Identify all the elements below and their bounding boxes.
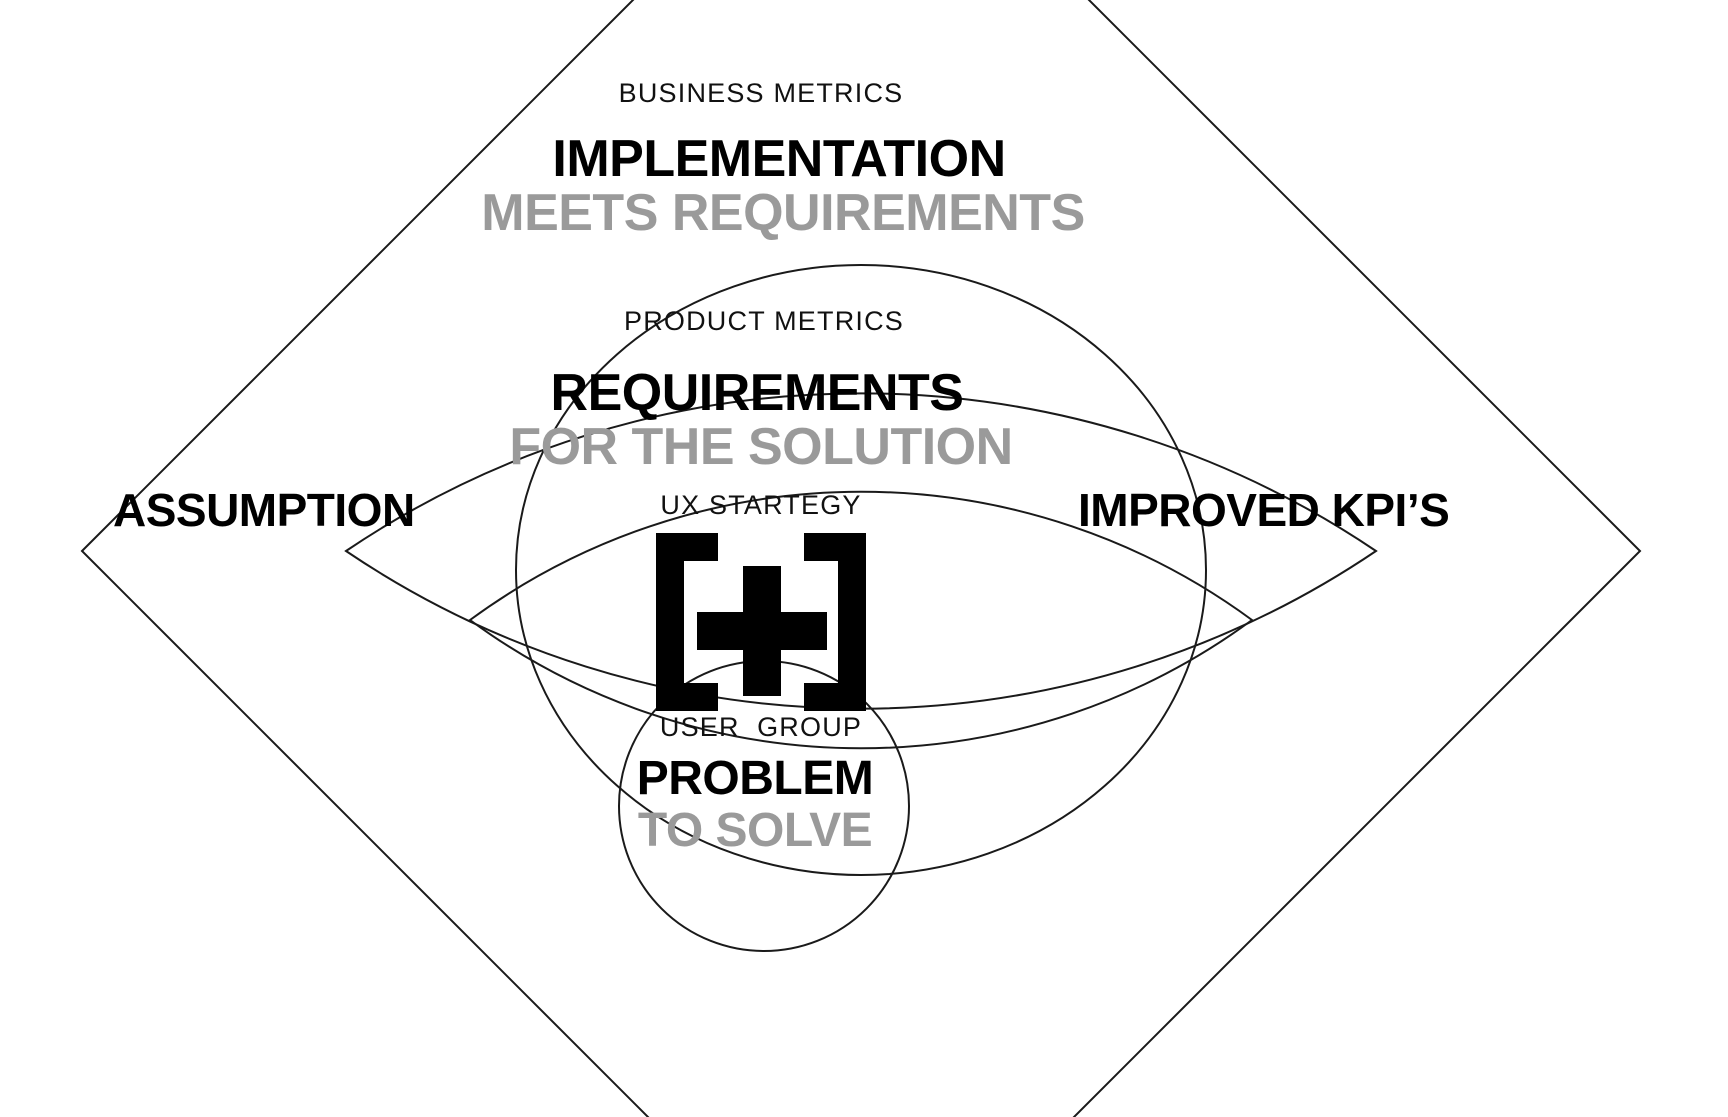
outer-headline: IMPLEMENTATION — [552, 130, 1006, 188]
middle-caption: PRODUCT METRICS — [623, 306, 905, 336]
inner-lens-shape — [516, 265, 1206, 875]
middle-lens-shape — [470, 492, 1252, 749]
core-caption: USER GROUP — [659, 712, 863, 742]
outer-caption: BUSINESS METRICS — [618, 78, 904, 108]
middle-headline: REQUIREMENTS — [550, 364, 964, 422]
bracket-plus-icon — [656, 533, 866, 711]
core-headline: PROBLEM — [636, 752, 874, 805]
middle-subline: FOR THE SOLUTION — [509, 418, 1013, 476]
core-subline: TO SOLVE — [637, 804, 873, 857]
right-label-improved-kpis: IMPROVED KPI’S — [1078, 484, 1450, 536]
inner-caption: UX STARTEGY — [660, 490, 862, 520]
outer-subline: MEETS REQUIREMENTS — [481, 184, 1085, 242]
left-label-assumption: ASSUMPTION — [113, 484, 415, 536]
diamond-outline — [82, 0, 1640, 1117]
